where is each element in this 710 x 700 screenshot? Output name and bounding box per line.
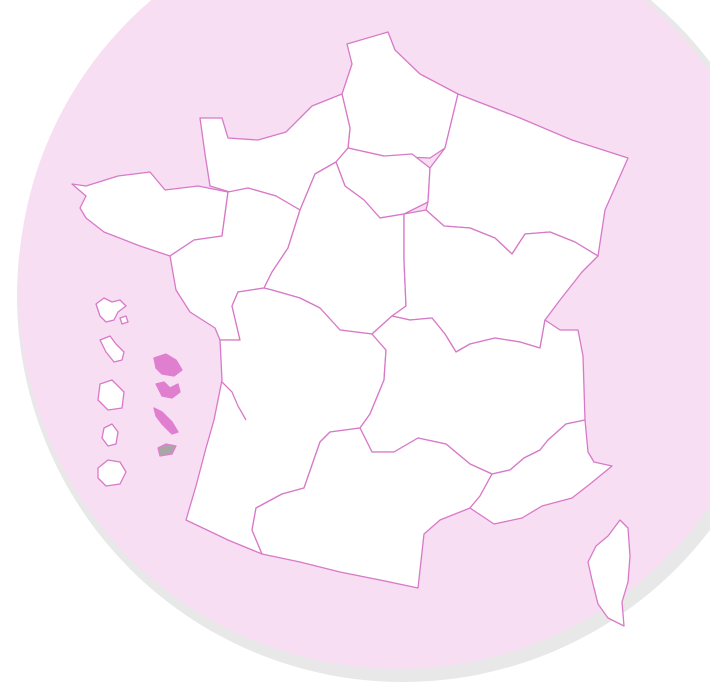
overseas-highlight-3 (153, 407, 179, 435)
overseas-guyane[interactable] (97, 379, 125, 411)
overseas-highlight-4 (157, 443, 177, 457)
overseas-guadeloupe[interactable] (95, 297, 129, 325)
region-corse[interactable] (587, 519, 631, 627)
gironde-estuary-line (221, 381, 247, 421)
overseas-la-reunion[interactable] (101, 423, 119, 447)
overseas-martinique[interactable] (99, 335, 125, 363)
overseas-mayotte[interactable] (97, 459, 127, 487)
overseas-highlight-1 (153, 353, 183, 377)
region-provence-alpes-cote-dazur[interactable] (469, 419, 613, 525)
overseas-highlight-2 (155, 381, 181, 399)
region-occitanie[interactable] (251, 427, 493, 589)
